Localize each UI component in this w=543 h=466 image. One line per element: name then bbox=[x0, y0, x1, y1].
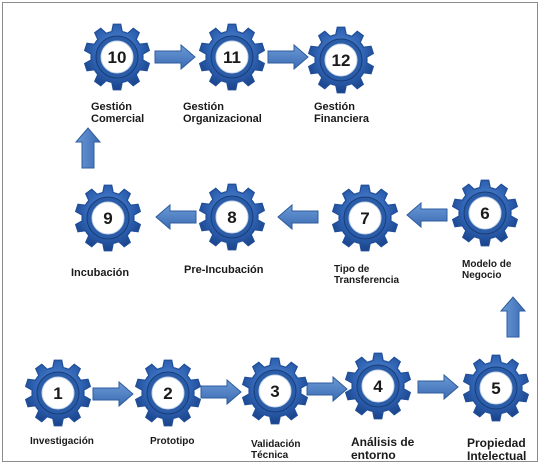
gear-icon-stage-11: 11 bbox=[198, 23, 266, 91]
gear-icon-stage-2: 2 bbox=[134, 359, 202, 427]
gear-icon-hub bbox=[41, 376, 75, 410]
stage-label-line: Validación bbox=[251, 439, 301, 450]
gear-icon-stage-10: 10 bbox=[83, 23, 151, 91]
stage-number: 1 bbox=[53, 384, 62, 403]
stage-number: 10 bbox=[108, 48, 127, 67]
stage-number: 7 bbox=[360, 209, 369, 228]
stage-label-line: entorno bbox=[351, 447, 396, 462]
stage-number: 5 bbox=[491, 379, 500, 398]
arrow-icon-right bbox=[92, 380, 134, 408]
gear-icon-stage-8: 8 bbox=[198, 183, 266, 251]
stage-label-line: Investigación bbox=[30, 436, 94, 447]
stage-number: 4 bbox=[373, 377, 383, 396]
stage-label-line: Propiedad bbox=[467, 436, 526, 450]
stage-label: Prototipo bbox=[150, 436, 195, 448]
arrow-icon-right bbox=[267, 43, 309, 71]
stage-label: Incubación bbox=[71, 267, 130, 280]
gear-icon-hub bbox=[215, 40, 249, 74]
stage-label-line: Análisis de bbox=[351, 435, 415, 449]
stage-label-line: Intelectual bbox=[467, 448, 527, 463]
stage-number: 3 bbox=[270, 382, 279, 401]
gear-icon-hub bbox=[91, 201, 125, 235]
arrow-icon-right bbox=[200, 378, 242, 406]
stage-label: Pre-Incubación bbox=[184, 264, 264, 277]
gear-icon-stage-5: 5 bbox=[462, 354, 530, 422]
gear-icon-stage-12: 12 bbox=[307, 26, 375, 94]
gear-icon-hub bbox=[100, 40, 134, 74]
stage-number: 11 bbox=[223, 48, 241, 67]
stage-label-line: Prototipo bbox=[150, 436, 195, 447]
arrow-icon-right bbox=[417, 373, 459, 401]
gear-icon-stage-6: 6 bbox=[451, 179, 519, 247]
gear-icon-hub bbox=[468, 196, 502, 230]
gear-icon-stage-9: 9 bbox=[74, 184, 142, 252]
stage-label: Investigación bbox=[30, 436, 94, 448]
stage-label-line: Gestión bbox=[183, 101, 224, 113]
gear-icon-hub bbox=[348, 201, 382, 235]
arrow-icon-right bbox=[306, 375, 348, 403]
stage-label-line: Técnica bbox=[251, 449, 289, 461]
arrow-icon-left bbox=[406, 201, 448, 229]
arrow-icon-left bbox=[277, 203, 319, 231]
arrow-icon-right bbox=[154, 43, 196, 71]
stage-label-line: Organizacional bbox=[183, 112, 262, 125]
stage-label-line: Tipo de bbox=[334, 264, 370, 275]
diagram-frame bbox=[2, 2, 538, 462]
stage-label-line: Modelo de bbox=[462, 259, 512, 270]
arrows-layer bbox=[74, 43, 527, 408]
gear-icon-stage-1: 1 bbox=[24, 359, 92, 427]
stage-label-line: Comercial bbox=[91, 112, 145, 125]
stage-number: 9 bbox=[103, 209, 112, 228]
stage-number: 8 bbox=[227, 208, 236, 227]
gear-icon-hub bbox=[479, 371, 513, 405]
gear-icon-hub bbox=[361, 369, 395, 403]
gear-icon-hub bbox=[151, 376, 185, 410]
stage-label-line: Financiera bbox=[314, 112, 370, 125]
stage-label-line: Gestión bbox=[314, 101, 355, 113]
gear-icon-hub bbox=[215, 200, 249, 234]
gear-icon-stage-4: 4 bbox=[344, 352, 412, 420]
stage-number: 2 bbox=[163, 384, 172, 403]
gear-icon-stage-7: 7 bbox=[331, 184, 399, 252]
arrow-icon-left bbox=[155, 203, 197, 231]
stage-label-line: Negocio bbox=[462, 269, 502, 281]
stage-label-line: Incubación bbox=[71, 267, 130, 279]
gear-icon-stage-3: 3 bbox=[241, 357, 309, 425]
stage-number: 6 bbox=[480, 204, 489, 223]
arrow-icon-up bbox=[74, 127, 102, 169]
stage-number: 12 bbox=[332, 51, 351, 70]
gear-icon-hub bbox=[324, 43, 358, 77]
stage-label-line: Transferencia bbox=[334, 274, 400, 286]
stage-label-line: Gestión bbox=[91, 101, 132, 113]
arrow-icon-up bbox=[499, 296, 527, 338]
gear-icon-hub bbox=[258, 374, 292, 408]
stage-label-line: Pre-Incubación bbox=[184, 264, 264, 276]
